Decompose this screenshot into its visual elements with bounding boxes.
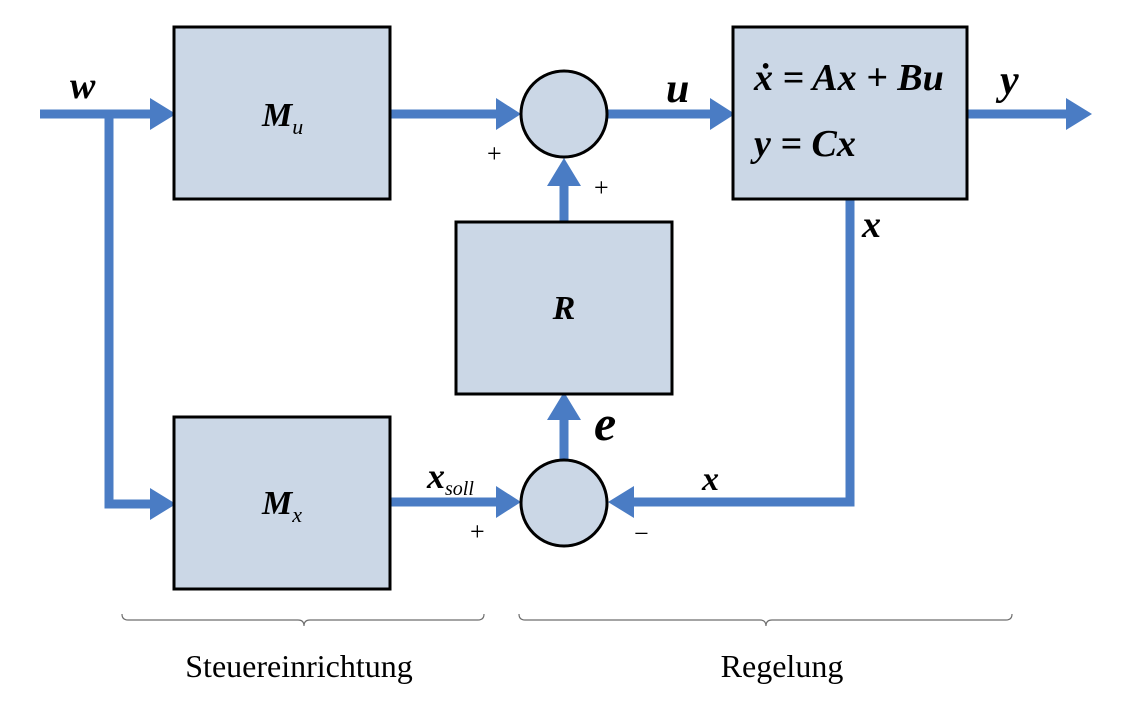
signal-u-label: u [666,66,689,112]
plant-state-equation: ẋ = Ax + Bu [753,57,944,99]
block-mu-label: Mu [261,97,303,139]
plant-output-equation: y = Cx [750,123,856,165]
arrowhead-w-to-mx [150,488,176,520]
arrowhead-w-to-mu [150,98,176,130]
sign-bottom-right: − [634,519,649,548]
caption-steuereinrichtung: Steuereinrichtung [185,648,412,684]
arrowhead-mu-to-sum-top [496,98,521,130]
brace-regelung [518,613,1013,627]
block-r-label: R [552,290,576,327]
brace-steuereinrichtung [121,613,485,627]
sign-top-bottom: + [594,173,609,202]
arrowhead-y-output [1066,98,1092,130]
arrowhead-u-to-plant [710,98,735,130]
summing-junction-top [519,69,609,159]
signal-y-label: y [995,58,1019,104]
signal-w-label: w [70,65,96,107]
block-mu [172,25,392,201]
block-plant [731,25,969,201]
arrowhead-r-to-sum-top [547,158,581,186]
arrowhead-x-soll-to-sum [496,486,521,518]
block-mx [172,415,392,591]
block-mx-label: Mx [261,485,302,527]
arrowhead-x-to-sum-bottom [608,486,634,518]
summing-junction-bottom [519,458,609,548]
sign-top-left: + [487,139,502,168]
signal-x-out-label: x [861,204,881,246]
arrowhead-e-to-r [547,392,581,420]
wire-x-feedback [634,198,855,507]
signal-e-label: e [594,395,616,451]
signal-x-feedback-label: x [701,461,719,498]
wire-w-branch-down [104,114,150,509]
block-r [454,220,674,396]
signal-x-soll-label: xsoll [426,456,474,500]
caption-regelung: Regelung [721,648,844,684]
sign-bottom-left: + [470,517,485,546]
